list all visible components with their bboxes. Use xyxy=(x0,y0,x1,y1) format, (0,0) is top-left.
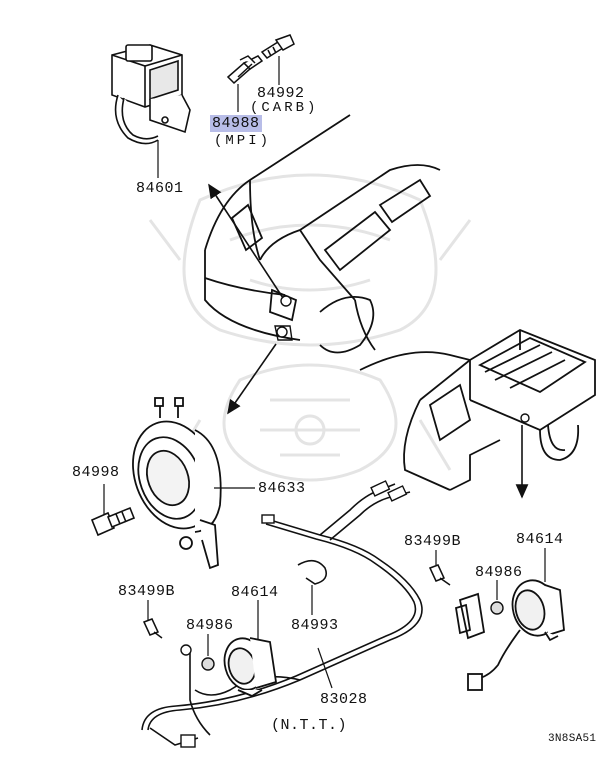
label-mpi: (MPI) xyxy=(214,133,272,149)
label-84633: 84633 xyxy=(258,480,306,497)
label-84986-left: 84986 xyxy=(186,617,234,634)
label-84986-right: 84986 xyxy=(475,564,523,581)
van-mount-point xyxy=(274,295,293,341)
bolt-84998 xyxy=(90,506,136,537)
relay-84601 xyxy=(111,44,191,145)
clamp-84993 xyxy=(297,559,328,585)
label-83499b-right: 83499B xyxy=(404,533,462,550)
label-84601: 84601 xyxy=(136,180,184,197)
arrow-to-horn xyxy=(227,343,277,415)
truck-body xyxy=(359,328,596,491)
leader-83028 xyxy=(317,647,333,689)
horn-84633 xyxy=(132,397,222,570)
label-84614-left: 84614 xyxy=(231,584,279,601)
truck-mount-point xyxy=(520,413,530,423)
nut-84986-right xyxy=(490,601,504,615)
label-84988-highlight: 84988 xyxy=(210,115,262,132)
screw-83499b-right xyxy=(428,564,451,586)
screw-83499b-left xyxy=(142,618,163,639)
bolt-84988 xyxy=(226,55,264,85)
fog-lamp-84614-right xyxy=(454,579,565,691)
label-84992: 84992 xyxy=(257,85,305,102)
label-84998: 84998 xyxy=(72,464,120,481)
label-83028: 83028 xyxy=(320,691,368,708)
bolt-84992 xyxy=(260,34,295,59)
harness-connectors xyxy=(180,480,408,748)
nut-84986-left xyxy=(201,657,215,671)
fog-lamp-84614-left xyxy=(223,637,278,698)
arrow-to-relay xyxy=(208,183,284,299)
label-84988: 84988 xyxy=(210,115,262,132)
label-84614-right: 84614 xyxy=(516,531,564,548)
label-84993: 84993 xyxy=(291,617,339,634)
label-ntt: (N.T.T.) xyxy=(271,717,348,734)
watermark-emblem xyxy=(148,173,472,482)
drawing-code: 3N8SA51 xyxy=(548,733,597,745)
label-83499b-left: 83499B xyxy=(118,583,176,600)
label-carb: (CARB) xyxy=(250,100,319,116)
